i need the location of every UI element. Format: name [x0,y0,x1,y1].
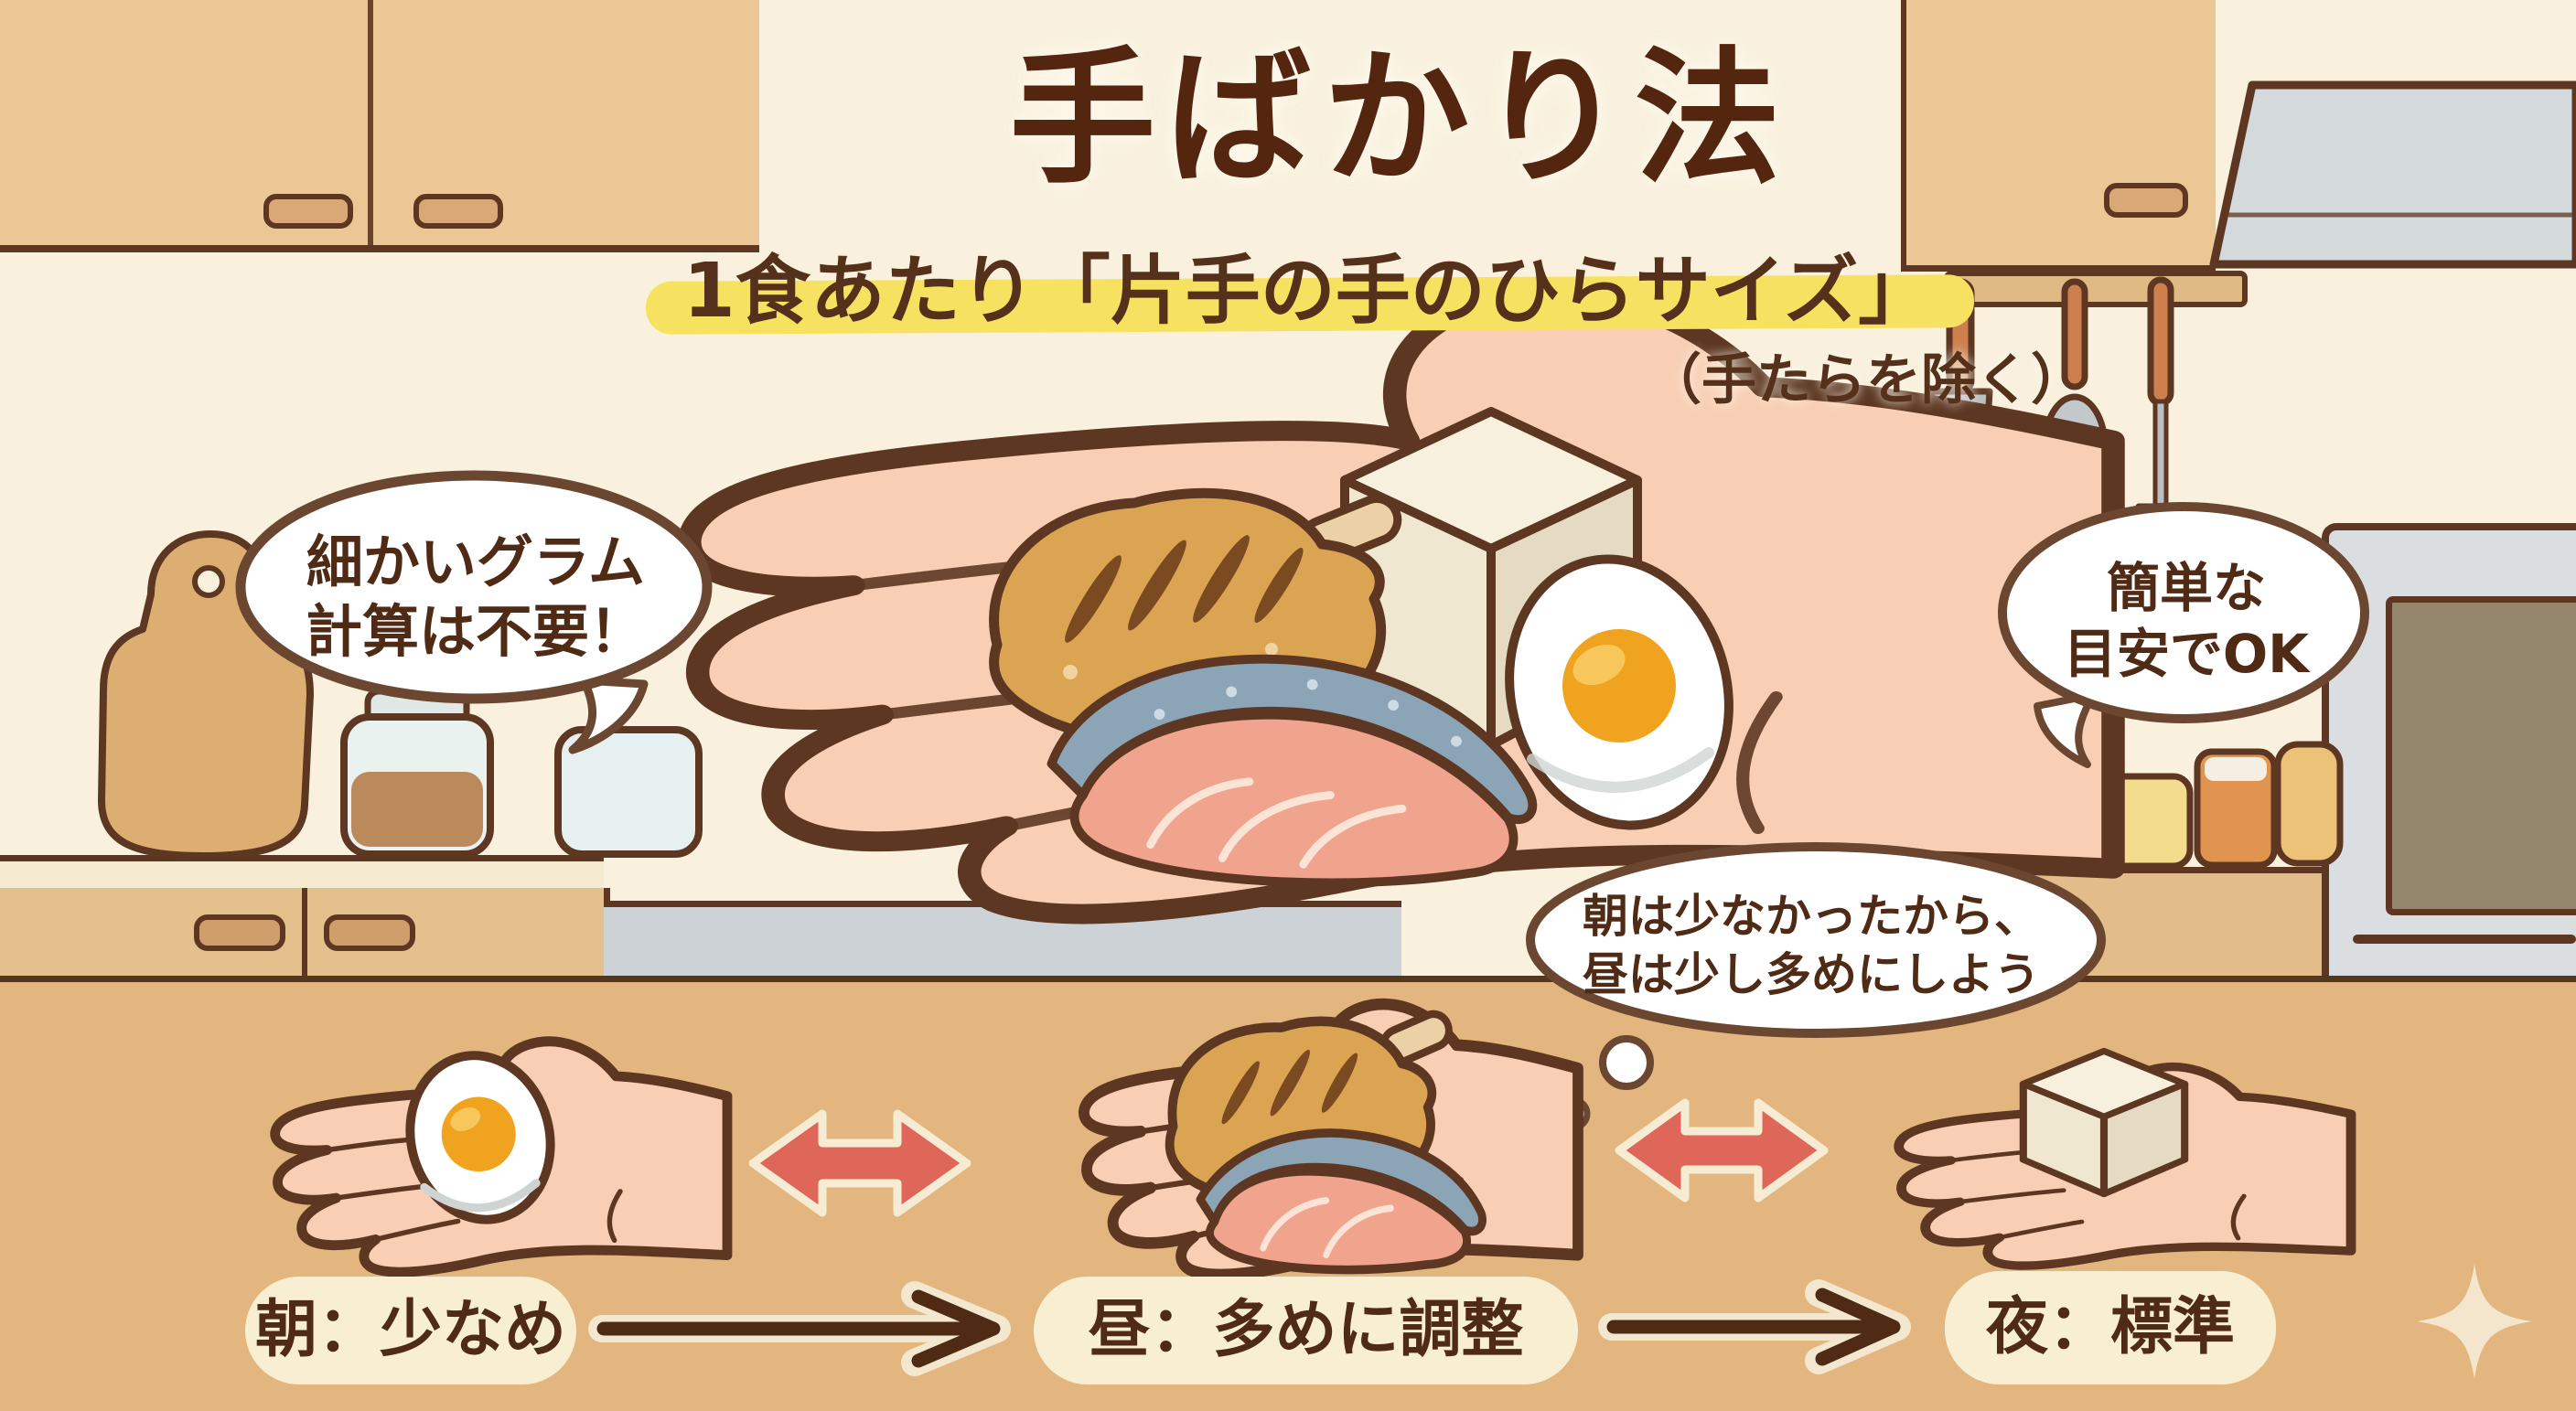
oven-mitt [2274,741,2344,867]
morning-label: 朝：少なめ [254,1293,566,1366]
red-double-arrow-left [748,1109,971,1217]
tofu-block-small [2019,1047,2189,1198]
bubble-right-line1: 簡単な [2106,557,2266,619]
glass-jar-empty [554,726,703,858]
cabinet-handle [263,194,353,229]
subtitle-note: （手たらを除く） [1647,348,2086,412]
orange-jar [2194,748,2278,869]
page-title: 手ばかり法 [1009,33,1790,204]
counter-divider [302,888,307,976]
sparkle-icon [2417,1264,2532,1379]
range-hood [2209,80,2576,269]
utensil-rail [1944,271,2248,307]
upper-cabinet-right [1901,0,2216,272]
upper-cabinet-left [0,0,759,252]
speech-bubble-right: 簡単な 目安でOK [1994,501,2378,775]
red-double-arrow-right [1615,1098,1829,1203]
thought-bubble: 朝は少なかったから、 昼は少し多めにしよう [1500,841,2122,1143]
cabinet-handle [413,194,503,229]
boiled-egg [1505,554,1733,830]
bubble-right-line2: 目安でOK [2063,623,2310,685]
oven-window [2386,596,2576,915]
night-label: 夜：標準 [1985,1290,2235,1363]
salmon-fillet [1046,654,1538,888]
noon-label: 昼：多めに調整 [1088,1293,1524,1366]
bubble-left-line1: 細かいグラム [306,529,646,595]
small-hand-morning [270,1036,733,1277]
salmon-fillet-small [1196,1128,1487,1275]
cabinet-handle [2104,183,2188,218]
subtitle: 1食あたり「片手の手のひらサイズ」 [682,248,1934,335]
boiled-egg-small [405,1051,555,1224]
pill-night: 夜：標準 [1945,1271,2276,1384]
speech-bubble-left: 細かいグラム 計算は不要！ [229,468,723,761]
drawer-handle [194,914,285,951]
drawer-handle [324,914,415,951]
bubble-left-line2: 計算は不要！ [305,598,646,665]
oven-handle [2353,935,2576,944]
small-hand-night [1894,1047,2356,1270]
pill-morning: 朝：少なめ [245,1277,576,1384]
thought-line2: 昼は少し多めにしよう [1583,948,2040,1001]
thought-line1: 朝は少なかったから、 [1583,890,2040,943]
flow-arrow-morning-noon [588,1281,1011,1376]
cabinet-divider [368,0,373,245]
pill-noon: 昼：多めに調整 [1034,1277,1578,1384]
small-hand-noon [1079,998,1583,1281]
flow-arrow-noon-night [1598,1279,1911,1374]
